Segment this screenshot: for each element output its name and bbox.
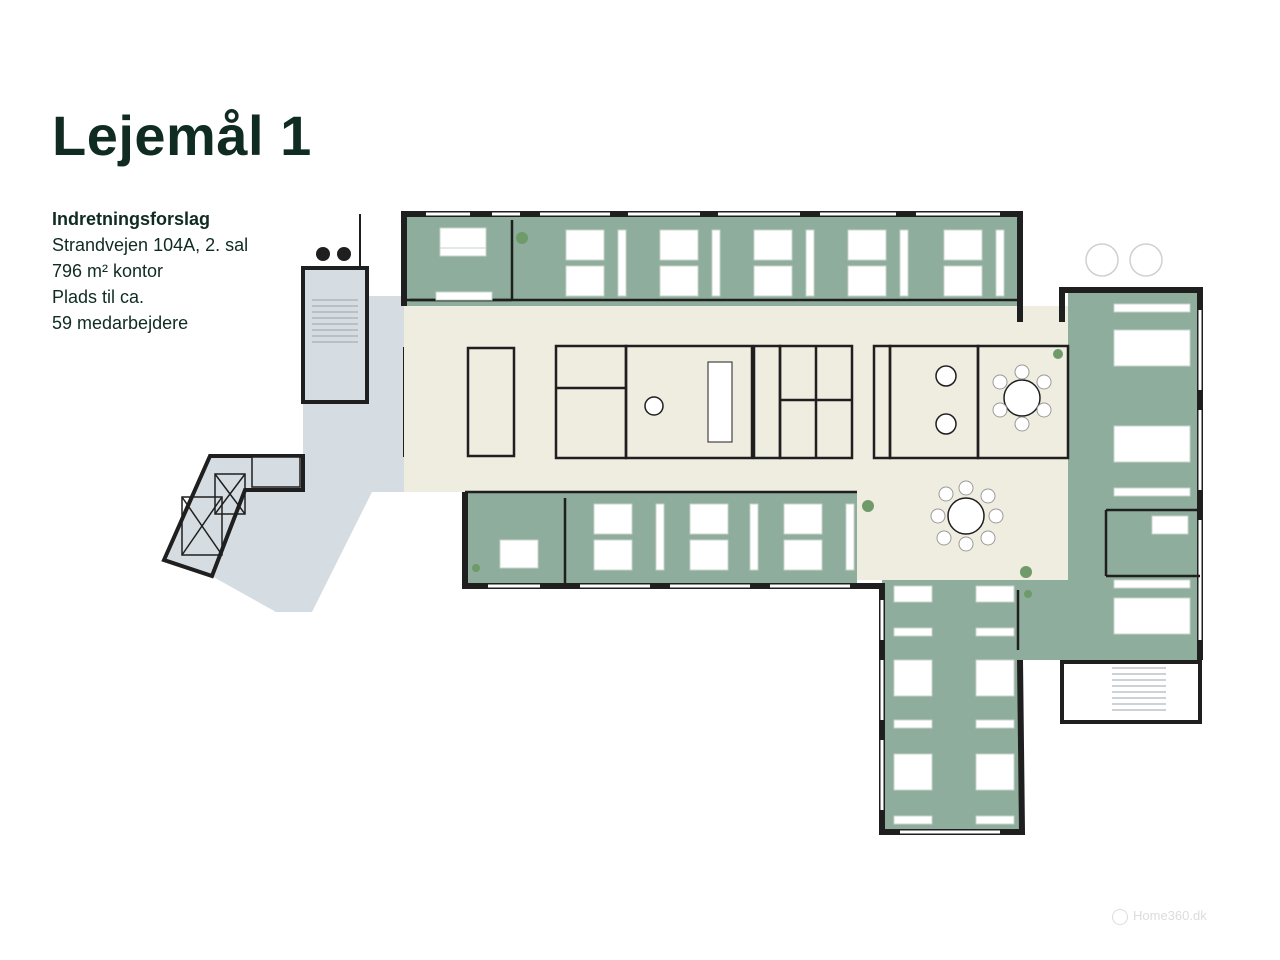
interior-walls: [404, 220, 1200, 650]
desk-clusters-east: [1113, 303, 1191, 635]
stairwell: [301, 266, 369, 404]
round-tables: [644, 365, 1041, 535]
desk-clusters-north: [435, 227, 1005, 301]
plant-icon: [472, 232, 1063, 598]
windows: [426, 212, 1202, 834]
stair-steps: [312, 299, 358, 343]
east-stair-steps: [1112, 667, 1166, 711]
south-wing-office-zone: [882, 580, 1022, 832]
tree-icon: [1129, 243, 1163, 277]
lift-cross-icon: [181, 473, 246, 556]
entrance-area: [164, 268, 465, 612]
tree-icon: [1085, 243, 1119, 277]
small-wc: [251, 456, 301, 488]
main-corridor: [404, 306, 1068, 492]
meeting-table: [707, 361, 733, 443]
watermark-text: Home360.dk: [1133, 908, 1207, 923]
info-capacity-line2: 59 medarbejdere: [52, 313, 189, 333]
chairs: [930, 364, 1052, 552]
floorplan-info: Indretningsforslag Strandvejen 104A, 2. …: [52, 206, 248, 336]
page-title: Lejemål 1: [52, 104, 312, 167]
bin-icon: [316, 247, 330, 261]
info-address: Strandvejen 104A, 2. sal: [52, 235, 249, 255]
east-stairwell: [1060, 660, 1202, 724]
desk-clusters-south: [499, 503, 855, 571]
bin-icon: [337, 247, 351, 261]
watermark-logo-icon: [1112, 908, 1128, 925]
desk-clusters-south-wing: [893, 585, 1015, 825]
info-subtitle: Indretningsforslag: [52, 209, 211, 229]
info-area: 796 m² kontor: [52, 261, 164, 281]
info-capacity-line1: Plads til ca.: [52, 287, 145, 307]
watermark: Home360.dk: [1112, 908, 1207, 925]
